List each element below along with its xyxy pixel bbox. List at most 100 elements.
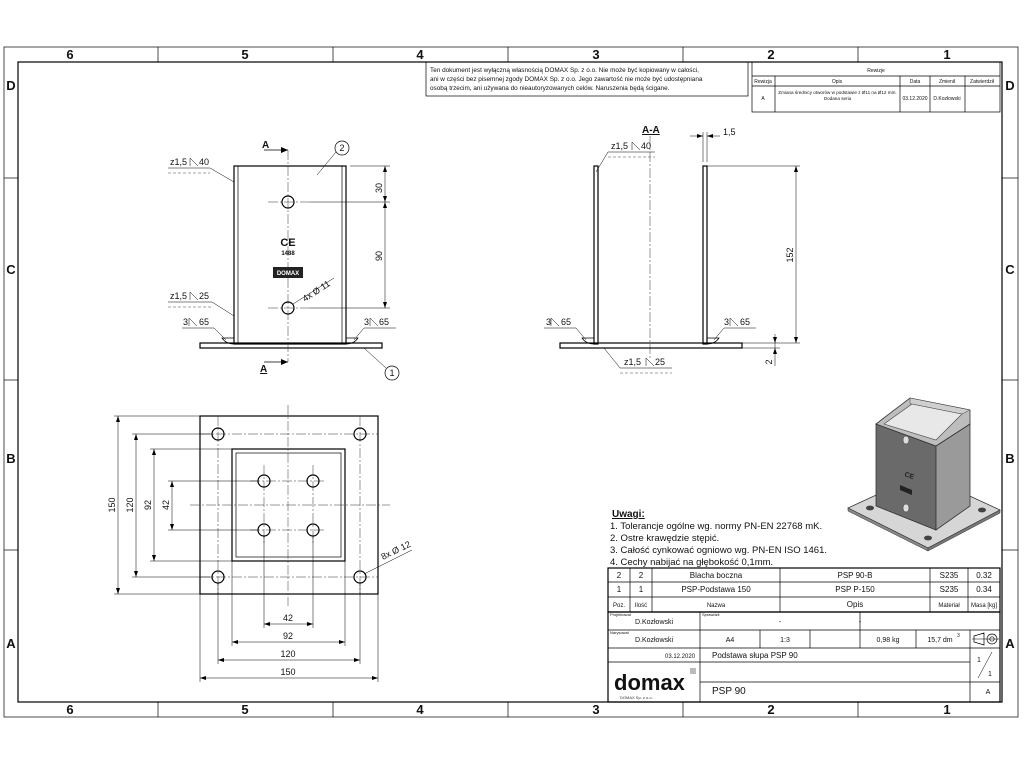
zone-bottom-3: 3 bbox=[592, 702, 599, 717]
revision-header-date: Data bbox=[910, 79, 921, 85]
revision-header-desc: Opis bbox=[832, 79, 843, 85]
zone-top-5: 5 bbox=[241, 47, 248, 62]
zone-top-2: 2 bbox=[767, 47, 774, 62]
zone-bottom-5: 5 bbox=[241, 702, 248, 717]
bom-header-mass: Masa [kg] bbox=[971, 603, 997, 609]
zone-left-B: B bbox=[6, 451, 15, 466]
logo-square-icon bbox=[690, 668, 696, 674]
section-weld-top-length: 40 bbox=[641, 141, 651, 151]
zone-bottom-2: 2 bbox=[767, 702, 774, 717]
plan-dim-120-h: 120 bbox=[280, 649, 295, 659]
section-weld-top-size: z1,5 bbox=[611, 141, 628, 151]
front-post-outline bbox=[233, 165, 347, 345]
plan-hole-inner-tr bbox=[306, 474, 320, 488]
zone-right-A: A bbox=[1005, 636, 1015, 651]
balloon-2 bbox=[334, 140, 350, 156]
ce-mark: CE bbox=[280, 237, 295, 249]
checker-label: Sprawdził bbox=[702, 612, 719, 617]
confidentiality-notice: Ten dokument jest wyłączną własnością DO… bbox=[425, 61, 749, 97]
weld-right-length: 65 bbox=[379, 317, 389, 327]
zone-right-D: D bbox=[1005, 78, 1014, 93]
section-base-plate bbox=[559, 342, 743, 349]
company-subtitle: DOMAX Sp. z o.o. bbox=[620, 695, 653, 700]
drawer-label: Narysował bbox=[610, 630, 629, 635]
zone-right-C: C bbox=[1005, 262, 1015, 277]
bom-row1-name: Blacha boczna bbox=[690, 571, 743, 580]
balloon-1 bbox=[384, 365, 400, 381]
notes-title: Uwagi: bbox=[612, 509, 645, 520]
revision-letter: A bbox=[986, 689, 991, 696]
zone-left-C: C bbox=[6, 262, 16, 277]
plan-dim-42-v: 42 bbox=[161, 500, 171, 510]
zone-right-B: B bbox=[1005, 451, 1014, 466]
front-hole-top bbox=[281, 195, 295, 209]
drawing-title: Podstawa słupa PSP 90 bbox=[712, 651, 798, 660]
notice-line-3: osobą trzecim, ani używana do nieautoryz… bbox=[430, 85, 670, 92]
revision-header-rev: Rewizja bbox=[754, 79, 772, 85]
dim-90: 90 bbox=[374, 251, 384, 261]
format: A4 bbox=[726, 637, 735, 644]
revision-header-approved: Zatwierdził bbox=[970, 79, 995, 85]
weld-left-length: 65 bbox=[199, 317, 209, 327]
notice-line-2: ani w części bez pisemnej zgody DOMAX Sp… bbox=[430, 76, 703, 83]
note-3: 3. Całość cynkować ogniowo wg. PN-EN ISO… bbox=[610, 545, 827, 556]
front-hole-bottom bbox=[281, 301, 295, 315]
bom-row2-pos: 1 bbox=[617, 585, 622, 594]
title-block: Projektował D.Kozłowski Sprawdził - - Na… bbox=[607, 611, 1001, 703]
drawer-name: D.Kozłowski bbox=[635, 637, 674, 644]
plan-dim-92-h: 92 bbox=[283, 631, 293, 641]
section-view: A-A 1,5 z1,5 40 3 65 3 65 bbox=[544, 125, 800, 374]
bom-row1-material: S235 bbox=[940, 571, 959, 580]
domax-logo: domax DOMAX Sp. z o.o. bbox=[614, 668, 696, 700]
zone-left-A: A bbox=[6, 636, 16, 651]
bom-row1-pos: 2 bbox=[617, 571, 622, 580]
plan-hole-callout: 8x Ø 12 bbox=[379, 539, 412, 562]
revision-row-rev: A bbox=[761, 96, 765, 102]
outer-border bbox=[3, 46, 1019, 718]
zone-top-3: 3 bbox=[592, 47, 599, 62]
drawing-code: PSP 90 bbox=[712, 686, 746, 697]
weld-top-length: 40 bbox=[199, 157, 209, 167]
company-logo-text: domax bbox=[614, 670, 686, 695]
dim-2: 2 bbox=[764, 359, 774, 364]
bom-row1-mass: 0.32 bbox=[976, 571, 992, 580]
projection-symbol-icon bbox=[972, 632, 999, 646]
zone-dividers bbox=[4, 47, 1018, 717]
note-4: 4. Cechy nabijać na głębokość 0,1mm. bbox=[610, 557, 773, 568]
volume-exponent: 3 bbox=[957, 633, 960, 639]
balloon-2-text: 2 bbox=[339, 143, 344, 153]
revision-header-changed: Zmienił bbox=[939, 79, 956, 85]
section-title: A-A bbox=[642, 125, 660, 136]
plan-dim-150-v: 150 bbox=[107, 497, 117, 512]
bom-row1-desc: PSP 90-B bbox=[838, 571, 873, 580]
designer-name: D.Kozłowski bbox=[635, 619, 674, 626]
sheet-number: 1 bbox=[977, 657, 981, 664]
front-hole-callout: 4x Ø 11 bbox=[301, 278, 332, 303]
dim-30: 30 bbox=[374, 183, 384, 193]
zone-left-D: D bbox=[6, 78, 15, 93]
weld-top-size: z1,5 bbox=[170, 157, 187, 167]
designer-label: Projektował bbox=[610, 612, 631, 617]
zone-top-1: 1 bbox=[943, 47, 950, 62]
front-base-plate bbox=[199, 342, 383, 349]
sheet-total: 1 bbox=[988, 671, 992, 678]
plan-dim-150-h: 150 bbox=[280, 667, 295, 677]
plan-view: 150 120 92 42 42 92 120 bbox=[107, 405, 412, 682]
bom-header-pos: Poz. bbox=[613, 603, 625, 609]
dim-152: 152 bbox=[785, 247, 795, 262]
bom-row2-name: PSP-Podstawa 150 bbox=[681, 585, 751, 594]
domax-stamp-text: DOMAX bbox=[277, 271, 299, 277]
plan-hole-tr bbox=[353, 427, 367, 441]
notice-line-1: Ten dokument jest wyłączną własnością DO… bbox=[430, 67, 699, 74]
section-weld-right-length: 65 bbox=[740, 317, 750, 327]
zone-bottom-6: 6 bbox=[66, 702, 73, 717]
weld-mid-size: z1,5 bbox=[170, 291, 187, 301]
section-weld-bottom-size: z1,5 bbox=[624, 357, 641, 367]
mass: 0,98 kg bbox=[877, 637, 900, 644]
bom-row2-desc: PSP P-150 bbox=[835, 585, 875, 594]
bom-header-material: Materiał bbox=[938, 603, 960, 609]
date: 03.12.2020 bbox=[665, 654, 696, 660]
zone-top-4: 4 bbox=[416, 47, 424, 62]
bom-header-name: Nazwa bbox=[707, 603, 726, 609]
zone-top-6: 6 bbox=[66, 47, 73, 62]
